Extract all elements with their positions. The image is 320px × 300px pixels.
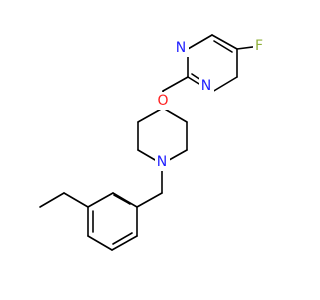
bond bbox=[87, 192, 114, 208]
bond bbox=[113, 194, 131, 205]
bonds bbox=[39, 34, 261, 251]
atom-fluorine: F bbox=[253, 37, 268, 55]
atom-label: O bbox=[157, 93, 168, 109]
bond bbox=[112, 232, 133, 245]
molecule-structure: N N F O N bbox=[39, 34, 268, 251]
bond bbox=[111, 235, 138, 251]
bond bbox=[162, 107, 188, 123]
atom-n-bottom: N bbox=[199, 77, 214, 95]
atom-n-piperidine: N bbox=[155, 153, 170, 171]
atom-label: F bbox=[255, 38, 263, 54]
bond bbox=[87, 235, 113, 251]
atom-oxygen: O bbox=[155, 92, 171, 110]
atom-label: N bbox=[157, 154, 167, 170]
bond bbox=[112, 192, 138, 208]
atom-labels: N N F O N bbox=[155, 37, 268, 171]
atom-n-top: N bbox=[174, 39, 189, 57]
atom-label: N bbox=[176, 40, 186, 56]
atom-label: N bbox=[201, 78, 211, 94]
bond bbox=[137, 107, 164, 123]
bond bbox=[162, 76, 189, 92]
bond bbox=[211, 76, 238, 93]
bond bbox=[39, 192, 65, 208]
bond bbox=[213, 40, 233, 53]
bond bbox=[187, 34, 213, 50]
bond bbox=[63, 192, 89, 208]
bond bbox=[211, 34, 238, 50]
bond bbox=[136, 192, 163, 208]
